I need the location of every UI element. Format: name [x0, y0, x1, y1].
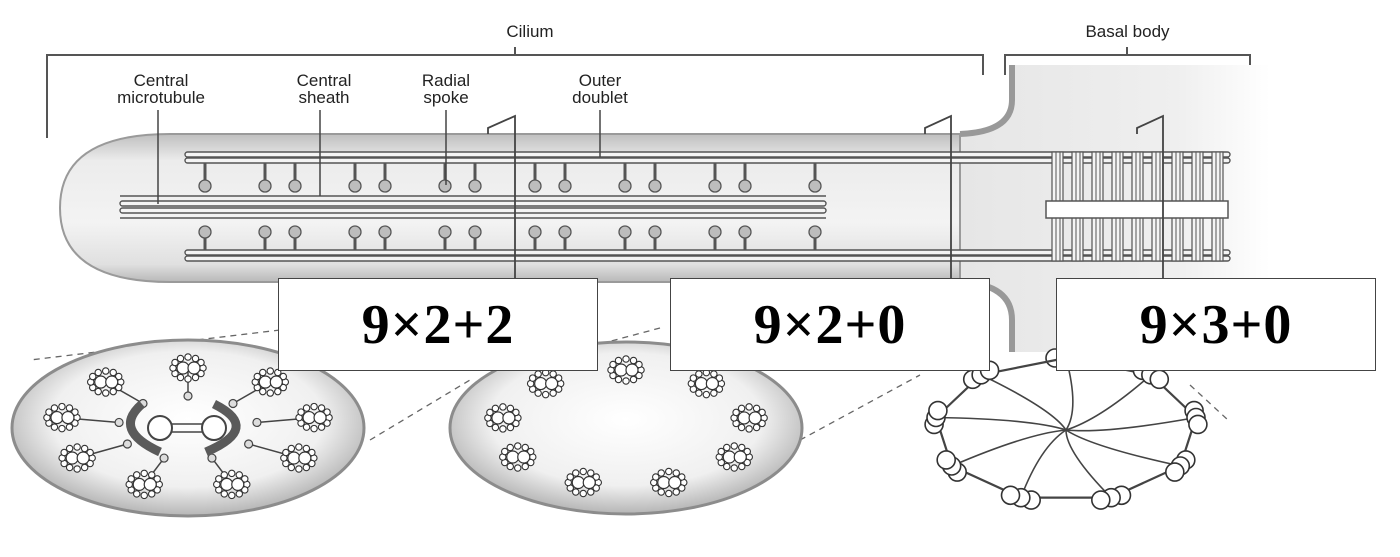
radial-spoke-label-line1: Radial — [421, 71, 471, 90]
cilium-bracket — [46, 47, 984, 138]
formula-box-9x2plus2: 9×2+2 — [278, 278, 598, 371]
central-microtubule-label-line1: Central — [133, 71, 189, 90]
cross-section-9-3-0 — [924, 348, 1208, 510]
cilium-label: Cilium — [506, 22, 554, 41]
basal-body-band — [1045, 200, 1229, 219]
formula-text-9x3plus0: 9×3+0 — [1139, 293, 1293, 356]
formula-text-9x2plus0: 9×2+0 — [753, 293, 907, 356]
central-microtubule-label-line2: microtubule — [117, 88, 205, 107]
central-microtubules — [119, 195, 827, 219]
section-markers — [487, 114, 1164, 282]
radial-spoke-label-line2: spoke — [423, 88, 469, 107]
formula-text-9x2plus2: 9×2+2 — [361, 293, 515, 356]
leader-lines — [157, 110, 601, 204]
outer-doublet-label: Outer doublet — [548, 72, 652, 106]
radial-spoke-label: Radial spoke — [404, 72, 488, 106]
cross-section-9-2-2 — [10, 338, 366, 518]
radial-spokes — [198, 163, 822, 250]
basal-body-label: Basal body — [1085, 22, 1170, 41]
cross-section-9-2-0 — [448, 340, 804, 516]
central-sheath-label-line2: sheath — [298, 88, 350, 107]
outer-doublet-label-line1: Outer — [578, 71, 622, 90]
central-microtubule-label: Central microtubule — [86, 72, 236, 106]
central-sheath-label: Central sheath — [272, 72, 376, 106]
formula-box-9x3plus0: 9×3+0 — [1056, 278, 1376, 371]
central-sheath-label-line1: Central — [296, 71, 352, 90]
formula-box-9x2plus0: 9×2+0 — [670, 278, 990, 371]
outer-doublet-label-line2: doublet — [572, 88, 628, 107]
